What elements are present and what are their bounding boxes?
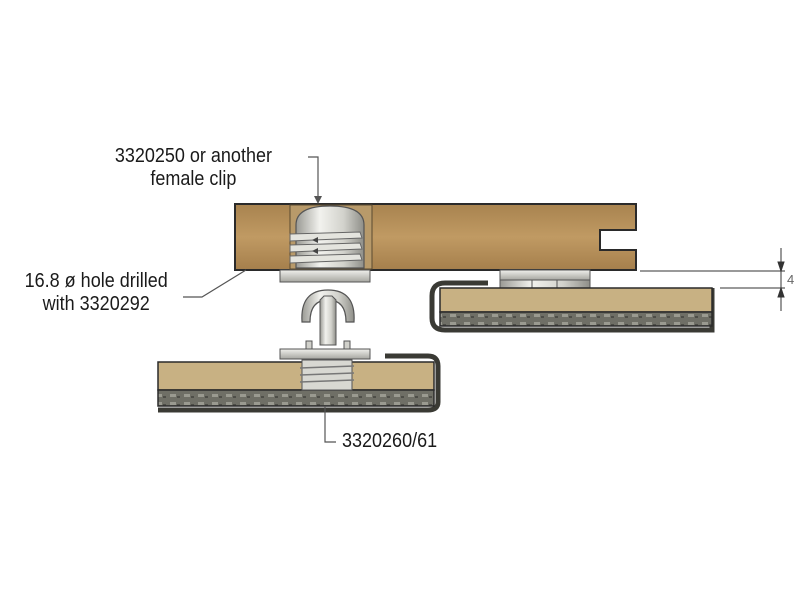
hole-label: 16.8 ø hole drilled with 3320292 xyxy=(8,270,184,316)
male-clip xyxy=(279,289,371,360)
hole-leader xyxy=(183,269,247,298)
lower-board xyxy=(157,353,441,413)
female-clip-label-line2: female clip xyxy=(150,168,237,190)
male-clip-leader xyxy=(324,406,336,443)
leader-lines xyxy=(183,156,336,443)
hole-label-line2: with 3320292 xyxy=(42,293,150,315)
spacer-clip xyxy=(499,269,591,289)
female-clip-leader xyxy=(308,156,319,198)
male-clip-label: 3320260/61 xyxy=(342,430,437,453)
female-clip-label: 3320250 or another female clip xyxy=(98,145,289,191)
dimension-4mm xyxy=(640,248,785,311)
female-clip xyxy=(279,205,371,283)
female-clip-label-line1: 3320250 or another xyxy=(114,145,272,167)
male-clip-label-text: 3320260/61 xyxy=(342,430,438,452)
right-board xyxy=(429,280,715,333)
hole-label-line1: 16.8 ø hole drilled xyxy=(24,270,168,292)
dimension-value: 4 xyxy=(787,272,795,287)
